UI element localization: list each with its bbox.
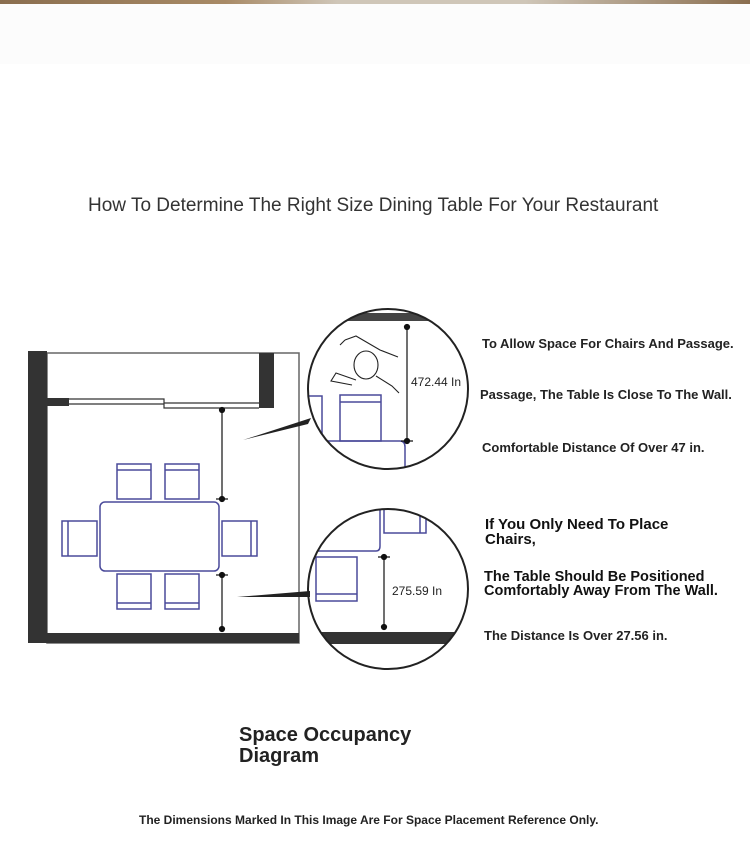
dimension-lines xyxy=(216,406,228,633)
footer-disclaimer: The Dimensions Marked In This Image Are … xyxy=(139,813,599,827)
note-top-1: To Allow Space For Chairs And Passage. xyxy=(482,336,734,351)
chair xyxy=(61,520,98,557)
window-lines xyxy=(69,398,259,409)
chair xyxy=(116,573,152,610)
dimension-label-top: 472.44 In xyxy=(411,375,462,389)
note-top-3: Comfortable Distance Of Over 47 in. xyxy=(482,440,705,455)
note-top-2: Passage, The Table Is Close To The Wall. xyxy=(480,387,732,402)
note-bottom-3: The Distance Is Over 27.56 in. xyxy=(484,628,668,643)
bottom-wall xyxy=(28,633,299,643)
table xyxy=(99,501,220,572)
note-bottom-1: If You Only Need To Place Chairs, xyxy=(485,516,669,548)
chair xyxy=(164,573,200,610)
note-bottom-2: The Table Should Be Positioned Comfortab… xyxy=(484,569,718,599)
page-title: How To Determine The Right Size Dining T… xyxy=(88,195,659,216)
wall-stub xyxy=(47,398,69,406)
chair xyxy=(116,463,152,500)
chair xyxy=(221,520,258,557)
table-set xyxy=(61,463,258,610)
chair xyxy=(164,463,200,500)
dimension-label-bottom: 275.59 In xyxy=(392,584,443,598)
callout-pointer-top xyxy=(243,418,311,440)
left-wall xyxy=(28,351,47,643)
room-plan xyxy=(28,351,311,644)
detail-circle-top xyxy=(307,308,469,470)
person-icon xyxy=(330,335,400,394)
diagram-subtitle: Space Occupancy Diagram xyxy=(239,724,412,767)
top-image-strip xyxy=(0,0,750,4)
right-wall-block xyxy=(259,353,274,408)
callout-pointer-bottom xyxy=(237,591,310,597)
detail-circle-bottom xyxy=(307,508,469,670)
header-band xyxy=(0,4,750,64)
